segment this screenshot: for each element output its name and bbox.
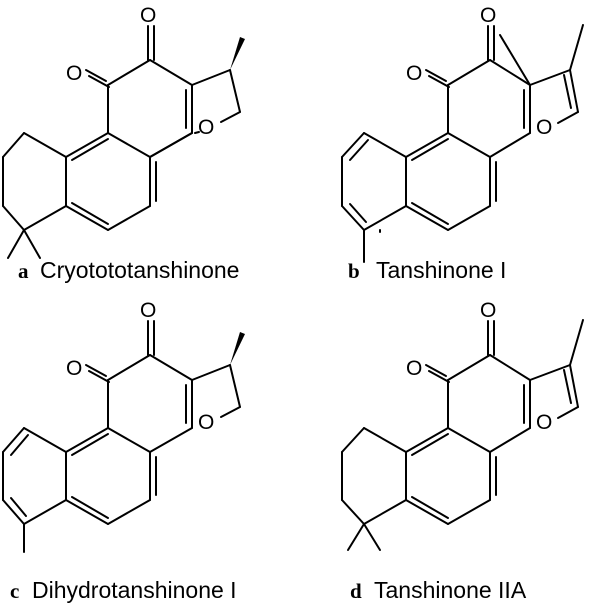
oxygen-label: O: [198, 116, 214, 139]
molecule-c-atoms: O O O: [66, 299, 214, 434]
oxygen-label: O: [406, 357, 422, 380]
molecule-a: O O O a Cryotototanshinone: [2, 4, 245, 283]
caption-letter-c: c: [10, 579, 19, 603]
caption-b: b Tanshinone I: [348, 257, 506, 283]
molecule-c-bonds: [2, 320, 245, 553]
molecule-c: O O O c Dihydrotanshinone I: [2, 299, 245, 603]
caption-d: d Tanshinone IIA: [350, 577, 527, 603]
caption-name-d: Tanshinone IIA: [374, 577, 527, 603]
oxygen-label: O: [140, 4, 156, 27]
caption-name-c: Dihydrotanshinone I: [32, 577, 237, 603]
molecule-a-bonds: [2, 25, 245, 259]
oxygen-label: O: [536, 411, 552, 434]
molecule-d-atoms: O O O: [406, 299, 552, 434]
oxygen-label: O: [198, 411, 214, 434]
molecule-b-bonds: [341, 24, 584, 263]
caption-letter-a: a: [18, 259, 29, 283]
caption-name-b: Tanshinone I: [376, 257, 506, 283]
molecule-d-bonds: [341, 319, 584, 551]
oxygen-label: O: [480, 299, 496, 322]
caption-c: c Dihydrotanshinone I: [10, 577, 237, 603]
molecule-a-atoms: O O O: [66, 4, 214, 139]
oxygen-label: O: [66, 357, 82, 380]
molecule-b-atoms: O O O: [406, 4, 552, 139]
oxygen-label: O: [536, 116, 552, 139]
caption-letter-d: d: [350, 579, 362, 603]
caption-a: a Cryotototanshinone: [18, 257, 239, 283]
oxygen-label: O: [66, 62, 82, 85]
caption-letter-b: b: [348, 259, 360, 283]
oxygen-label: O: [140, 299, 156, 322]
caption-name-a: Cryotototanshinone: [40, 257, 239, 283]
molecule-b: O O O b Tanshinone I: [341, 4, 584, 283]
oxygen-label: O: [406, 62, 422, 85]
oxygen-label: O: [480, 4, 496, 27]
molecule-d: O O O d Tanshinone IIA: [341, 299, 584, 603]
